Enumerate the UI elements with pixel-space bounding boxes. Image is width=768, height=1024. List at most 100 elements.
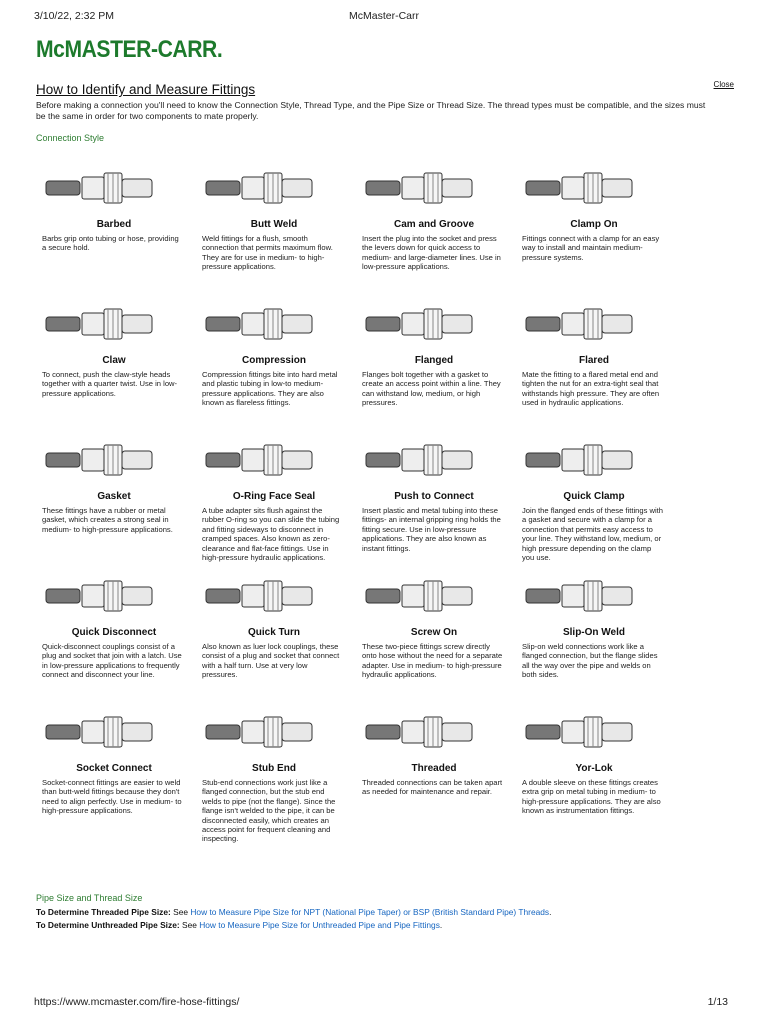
fitting-description: Weld fittings for a flush, smooth connec… <box>202 234 333 272</box>
threaded-pipe-size-link[interactable]: How to Measure Pipe Size for NPT (Nation… <box>190 907 550 917</box>
fitting-card-screw-on: Screw On These two-piece fittings screw d… <box>354 563 514 699</box>
quick-clamp-illustration <box>525 444 633 476</box>
pipe-size-lines: To Determine Threaded Pipe Size: See How… <box>36 906 736 932</box>
push-to-connect-illustration <box>365 444 473 476</box>
fitting-name: Quick Turn <box>247 627 301 638</box>
fitting-name: O-Ring Face Seal <box>232 491 316 502</box>
clamp-on-illustration <box>525 172 633 204</box>
fitting-card-o-ring-face-seal: O-Ring Face Seal A tube adapter sits flus… <box>194 427 354 563</box>
fitting-description: A tube adapter sits flush against the ru… <box>202 506 340 563</box>
slip-on-weld-illustration <box>525 580 633 612</box>
fitting-description: These two-piece fittings screw directly … <box>362 642 503 680</box>
fitting-name: Threaded <box>411 763 457 774</box>
unthreaded-label: To Determine Unthreaded Pipe Size: <box>36 920 180 930</box>
print-url: https://www.mcmaster.com/fire-hose-fitti… <box>34 996 240 1008</box>
fitting-name: Claw <box>102 355 126 366</box>
threaded-pre: See <box>170 907 191 917</box>
threaded-label: To Determine Threaded Pipe Size: <box>36 907 171 917</box>
fitting-description: To connect, push the claw-style heads to… <box>42 370 178 398</box>
butt-weld-illustration <box>205 172 313 204</box>
fitting-name: Butt Weld <box>250 219 298 230</box>
compression-illustration <box>205 308 313 340</box>
print-page-title: McMaster-Carr <box>349 10 419 22</box>
fitting-name: Screw On <box>410 627 458 638</box>
barbed-illustration <box>45 172 153 204</box>
unthreaded-pipe-size-line: To Determine Unthreaded Pipe Size: See H… <box>36 919 736 932</box>
flanged-illustration <box>365 308 473 340</box>
unthreaded-post: . <box>439 920 443 930</box>
fitting-description: Threaded connections can be taken apart … <box>362 778 503 797</box>
fitting-description: Join the flanged ends of these fittings … <box>522 506 663 563</box>
unthreaded-pre: See <box>179 920 200 930</box>
socket-connect-illustration <box>45 716 153 748</box>
fitting-name: Flared <box>578 355 609 366</box>
connection-style-heading: Connection Style <box>36 133 105 143</box>
fitting-description: Insert plastic and metal tubing into the… <box>362 506 501 553</box>
intro-text: Before making a connection you'll need t… <box>36 100 706 121</box>
threaded-pipe-size-line: To Determine Threaded Pipe Size: See How… <box>36 906 736 919</box>
fitting-name: Flanged <box>414 355 454 366</box>
fitting-description: Quick-disconnect couplings consist of a … <box>42 642 182 680</box>
gasket-illustration <box>45 444 153 476</box>
fitting-name: Quick Disconnect <box>71 627 157 638</box>
fitting-name: Socket Connect <box>76 763 152 774</box>
page-title: How to Identify and Measure Fittings <box>36 82 256 97</box>
unthreaded-pipe-size-link[interactable]: How to Measure Pipe Size for Unthreaded … <box>199 920 440 930</box>
fitting-description: Socket-connect fittings are easier to we… <box>42 778 182 816</box>
fitting-description: These fittings have a rubber or metal ga… <box>42 506 173 534</box>
yor-lok-illustration <box>525 716 633 748</box>
threaded-post: . <box>549 907 552 917</box>
fitting-description: Mate the fitting to a flared metal end a… <box>522 370 660 408</box>
o-ring-face-seal-illustration <box>205 444 313 476</box>
stub-end-illustration <box>205 716 313 748</box>
fitting-description: Stub-end connections work just like a fl… <box>202 778 336 844</box>
fitting-name: Cam and Groove <box>393 219 475 230</box>
fitting-description: Fittings connect with a clamp for an eas… <box>522 234 660 262</box>
fitting-description: Barbs grip onto tubing or hose, providin… <box>42 234 179 253</box>
fitting-name: Gasket <box>97 491 131 502</box>
mcmaster-logo[interactable]: McMASTER-CARR. <box>36 36 223 64</box>
fitting-card-clamp-on: Clamp On Fittings connect with a clamp fo… <box>514 155 674 291</box>
screw-on-illustration <box>365 580 473 612</box>
claw-illustration <box>45 308 153 340</box>
logo-dot: . <box>216 36 223 63</box>
fitting-name: Compression <box>242 355 306 366</box>
fitting-card-claw: Claw To connect, push the claw-style head… <box>34 291 194 427</box>
fitting-description: Compression fittings bite into hard meta… <box>202 370 338 408</box>
fitting-description: Also known as luer lock couplings, these… <box>202 642 340 680</box>
quick-turn-illustration <box>205 580 313 612</box>
fitting-description: Slip-on weld connections work like a fla… <box>522 642 658 680</box>
cam-and-groove-illustration <box>365 172 473 204</box>
fitting-name: Slip-On Weld <box>562 627 626 638</box>
print-page-count: 1/13 <box>707 996 728 1008</box>
fitting-name: Yor-Lok <box>575 763 613 774</box>
fitting-name: Push to Connect <box>394 491 474 502</box>
threaded-illustration <box>365 716 473 748</box>
logo-text: McMASTER-CARR <box>36 36 217 63</box>
print-timestamp: 3/10/22, 2:32 PM <box>34 10 114 22</box>
close-link[interactable]: Close <box>713 80 734 89</box>
fitting-description: Flanges bolt together with a gasket to c… <box>362 370 501 408</box>
pipe-size-heading: Pipe Size and Thread Size <box>36 893 143 903</box>
fitting-name: Clamp On <box>570 219 618 230</box>
fitting-name: Barbed <box>96 219 132 230</box>
flared-illustration <box>525 308 633 340</box>
fitting-description: Insert the plug into the socket and pres… <box>362 234 501 272</box>
